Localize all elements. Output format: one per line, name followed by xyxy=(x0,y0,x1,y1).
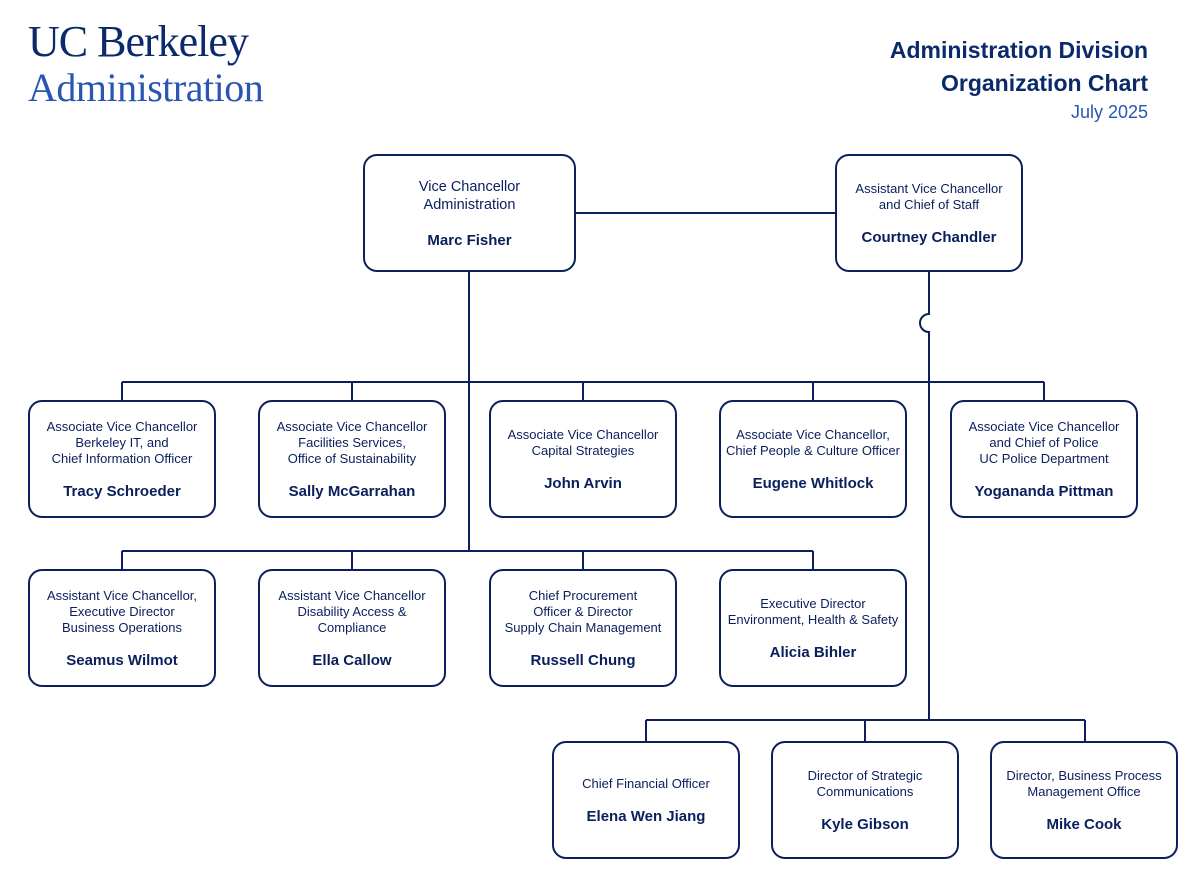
logo-uc-berkeley: UC Berkeley xyxy=(28,17,249,66)
role-line: Associate Vice Chancellor xyxy=(276,418,428,434)
person-name: Kyle Gibson xyxy=(821,815,909,833)
role-text: Director of Strategic Communications xyxy=(808,768,923,800)
role-line: Chief Procurement xyxy=(528,587,638,603)
role-text: Chief Financial Officer xyxy=(582,776,710,792)
box-row1-police: Associate Vice Chancellor and Chief of P… xyxy=(950,400,1138,518)
role-line: Environment, Health & Safety xyxy=(727,611,899,627)
person-name: Tracy Schroeder xyxy=(63,482,181,500)
role-text: Executive Director Environment, Health &… xyxy=(728,596,899,628)
role-line: Associate Vice Chancellor xyxy=(46,418,198,434)
box-row2-supply-chain: Chief Procurement Officer & Director Sup… xyxy=(489,569,677,687)
role-line: Director of Strategic xyxy=(807,767,923,783)
person-name: Mike Cook xyxy=(1046,815,1122,833)
role-text: Assistant Vice Chancellor Disability Acc… xyxy=(278,588,425,636)
person-name: Eugene Whitlock xyxy=(752,474,874,492)
role-text: Assistant Vice Chancellor, Executive Dir… xyxy=(47,588,197,636)
person-name: Russell Chung xyxy=(530,651,636,669)
role-line: Officer & Director xyxy=(533,603,633,619)
role-line: Administration xyxy=(423,196,516,213)
role-line: Associate Vice Chancellor, xyxy=(736,426,890,442)
chart-title-block: Administration Division Organization Cha… xyxy=(890,34,1148,124)
role-line: Berkeley IT, and xyxy=(75,434,169,450)
role-line: Assistant Vice Chancellor xyxy=(278,587,426,603)
role-line: Assistant Vice Chancellor xyxy=(855,180,1003,196)
person-name: Ella Callow xyxy=(312,651,392,669)
role-line: Vice Chancellor xyxy=(418,178,521,195)
role-line: Director, Business Process xyxy=(1006,767,1162,783)
box-vice-chancellor: Vice Chancellor Administration Marc Fish… xyxy=(363,154,576,272)
person-name: Sally McGarrahan xyxy=(288,482,416,500)
role-text: Associate Vice Chancellor Facilities Ser… xyxy=(277,419,428,467)
box-row1-berkeley-it: Associate Vice Chancellor Berkeley IT, a… xyxy=(28,400,216,518)
box-row2-ehs: Executive Director Environment, Health &… xyxy=(719,569,907,687)
role-text: Assistant Vice Chancellor and Chief of S… xyxy=(855,181,1002,213)
role-line: Executive Director xyxy=(760,595,866,611)
box-row1-people-culture: Associate Vice Chancellor, Chief People … xyxy=(719,400,907,518)
role-line: Business Operations xyxy=(62,619,182,635)
chart-date: July 2025 xyxy=(1070,102,1148,122)
role-line: Chief People & Culture Officer xyxy=(726,442,900,458)
box-row3-business-process: Director, Business Process Management Of… xyxy=(990,741,1178,859)
role-line: Office of Sustainability xyxy=(287,450,417,466)
box-row2-business-operations: Assistant Vice Chancellor, Executive Dir… xyxy=(28,569,216,687)
box-row1-facilities: Associate Vice Chancellor Facilities Ser… xyxy=(258,400,446,518)
role-text: Director, Business Process Management Of… xyxy=(1006,768,1161,800)
role-line: Communications xyxy=(816,783,914,799)
role-line: Assistant Vice Chancellor, xyxy=(46,587,198,603)
role-line: and Chief of Police xyxy=(989,434,1099,450)
role-line: Facilities Services, xyxy=(298,434,406,450)
role-line: and Chief of Staff xyxy=(878,196,980,212)
role-text: Associate Vice Chancellor Capital Strate… xyxy=(508,427,659,459)
box-row3-strategic-communications: Director of Strategic Communications Kyl… xyxy=(771,741,959,859)
logo-administration: Administration xyxy=(28,65,264,110)
role-line: UC Police Department xyxy=(979,450,1109,466)
person-name: John Arvin xyxy=(544,474,622,492)
role-line: Management Office xyxy=(1027,783,1141,799)
box-row2-disability-access: Assistant Vice Chancellor Disability Acc… xyxy=(258,569,446,687)
role-line: Compliance xyxy=(317,619,387,635)
role-line: Chief Financial Officer xyxy=(582,775,710,791)
person-name: Marc Fisher xyxy=(427,231,512,249)
role-line: Disability Access & xyxy=(297,603,407,619)
page-title-line2: Organization Chart xyxy=(940,70,1148,96)
role-line: Capital Strategies xyxy=(531,442,635,458)
box-row1-capital-strategies: Associate Vice Chancellor Capital Strate… xyxy=(489,400,677,518)
person-name: Seamus Wilmot xyxy=(66,651,178,669)
role-text: Vice Chancellor Administration xyxy=(419,178,520,214)
connector-cos-trunk-with-crossover xyxy=(919,272,930,720)
person-name: Alicia Bihler xyxy=(769,643,857,661)
role-text: Associate Vice Chancellor and Chief of P… xyxy=(969,419,1120,467)
box-chief-of-staff: Assistant Vice Chancellor and Chief of S… xyxy=(835,154,1023,272)
role-line: Associate Vice Chancellor xyxy=(968,418,1120,434)
role-line: Executive Director xyxy=(69,603,175,619)
box-row3-cfo: Chief Financial Officer Elena Wen Jiang xyxy=(552,741,740,859)
role-line: Chief Information Officer xyxy=(51,450,193,466)
role-line: Supply Chain Management xyxy=(504,619,662,635)
person-name: Yogananda Pittman xyxy=(974,482,1114,500)
role-line: Associate Vice Chancellor xyxy=(507,426,659,442)
role-text: Chief Procurement Officer & Director Sup… xyxy=(505,588,662,636)
person-name: Elena Wen Jiang xyxy=(586,807,706,825)
role-text: Associate Vice Chancellor, Chief People … xyxy=(726,427,900,459)
role-text: Associate Vice Chancellor Berkeley IT, a… xyxy=(47,419,198,467)
page-title-line1: Administration Division xyxy=(889,37,1148,63)
person-name: Courtney Chandler xyxy=(861,228,997,246)
